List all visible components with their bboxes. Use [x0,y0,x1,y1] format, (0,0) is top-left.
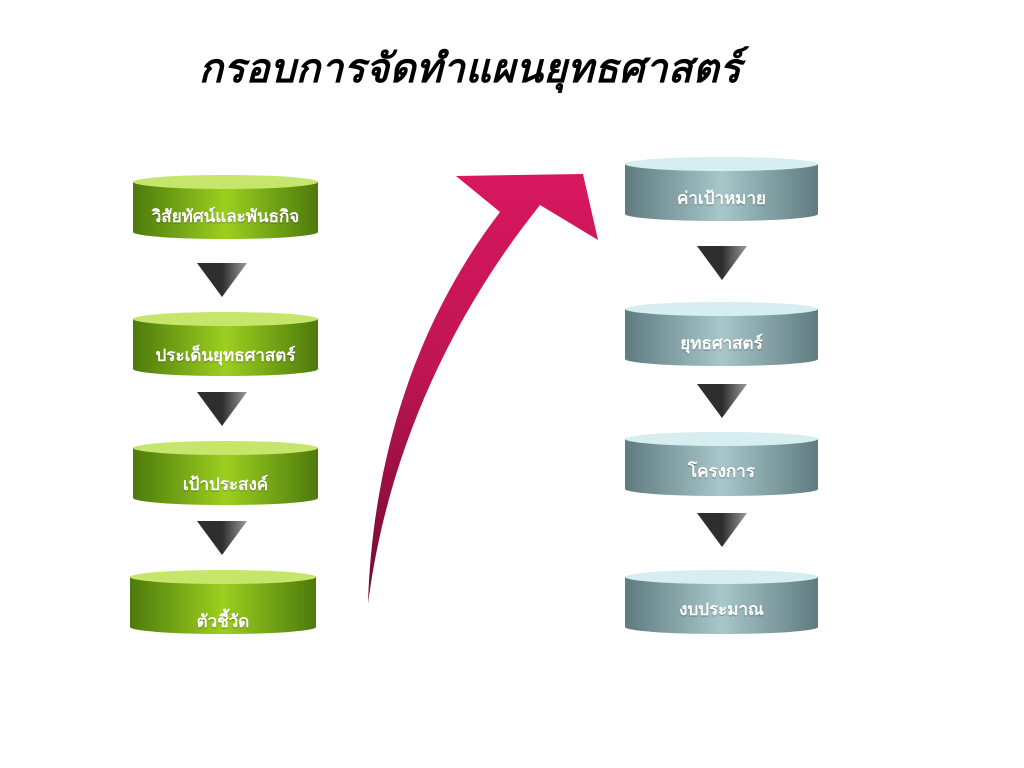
disk-shape [133,175,318,239]
disk-shape [625,302,818,366]
disk-top [133,175,318,189]
disk-top [625,157,818,171]
disk-label: งบประมาณ [679,600,764,620]
triangle-shape [197,263,247,297]
disk-top [133,441,318,455]
right-disk-3: โครงการ [625,432,818,496]
disk-top [133,312,318,326]
disk-side [133,182,318,239]
down-triangle-icon [197,263,247,301]
disk-shape [130,570,316,634]
triangle-shape [197,392,247,426]
disk-label: ค่าเป้าหมาย [677,189,766,209]
disk-side [625,309,818,366]
down-triangle-icon [697,513,747,551]
disk-top [625,570,818,584]
down-triangle-icon [197,521,247,559]
disk-shape [133,441,318,505]
triangle-shape [697,384,747,418]
disk-side [133,448,318,505]
disk-label: ประเด็นยุทธศาสตร์ [155,346,296,366]
left-disk-1: วิสัยทัศน์และพันธกิจ [133,175,318,239]
disk-shape [625,432,818,496]
disk-side [133,319,318,376]
disk-shape [133,312,318,376]
disk-top [625,432,818,446]
page-title: กรอบการจัดทำแผนยุทธศาสตร์ [198,46,742,92]
right-disk-2: ยุทธศาสตร์ [625,302,818,366]
disk-top [625,302,818,316]
disk-top [130,570,316,584]
left-disk-2: ประเด็นยุทธศาสตร์ [133,312,318,376]
disk-side [625,439,818,496]
disk-label: ยุทธศาสตร์ [680,334,763,354]
disk-label: วิสัยทัศน์และพันธกิจ [151,207,300,227]
disk-label: เป้าประสงค์ [182,475,269,495]
disk-label: โครงการ [688,462,755,482]
disk-side [625,577,818,634]
disk-label: ตัวชี้วัด [196,612,250,632]
triangle-shape [197,521,247,555]
right-disk-1: ค่าเป้าหมาย [625,157,818,221]
left-disk-3: เป้าประสงค์ [133,441,318,505]
left-disk-4: ตัวชี้วัด [130,570,316,634]
disk-shape [625,570,818,634]
curved-arrow-shape [368,174,598,604]
down-triangle-icon [697,384,747,422]
disk-shape [625,157,818,221]
disk-side [130,577,316,634]
triangle-shape [697,246,747,280]
down-triangle-icon [697,246,747,284]
disk-side [625,164,818,221]
right-disk-4: งบประมาณ [625,570,818,634]
triangle-shape [697,513,747,547]
down-triangle-icon [197,392,247,430]
